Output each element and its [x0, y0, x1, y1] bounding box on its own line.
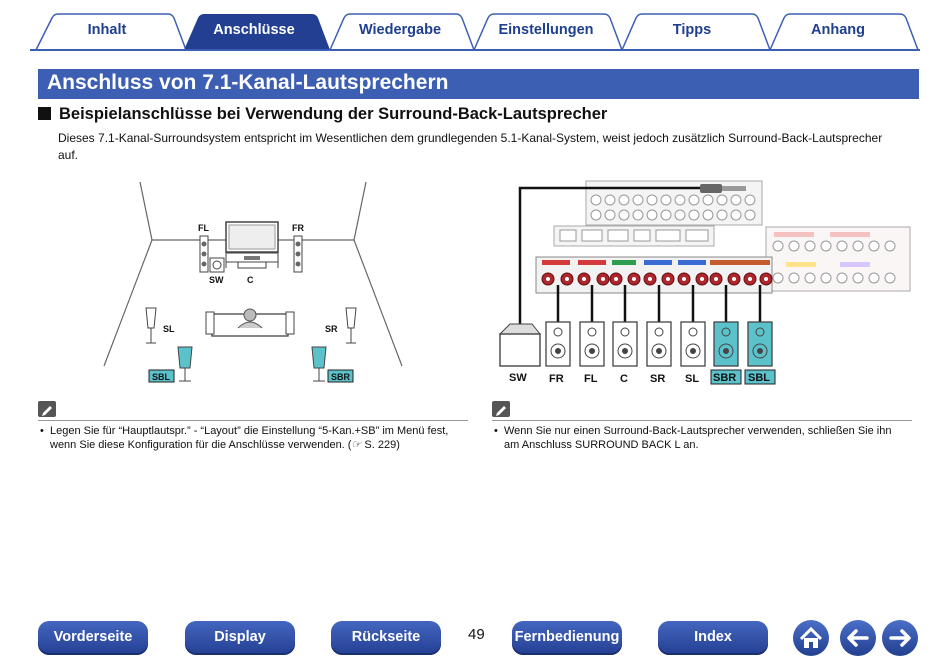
- home-button[interactable]: [793, 620, 829, 656]
- conn-label-sw: SW: [509, 372, 527, 384]
- note-divider-2: [492, 420, 912, 421]
- display-button[interactable]: Display: [185, 621, 295, 655]
- center-speaker-icon: [237, 261, 267, 269]
- label-fl: FL: [198, 223, 209, 233]
- receiver-rear-panel: [535, 180, 911, 294]
- speaker-cables: [518, 186, 762, 330]
- label-sr: SR: [325, 324, 338, 334]
- speaker-box-fl-icon: [579, 321, 605, 367]
- note-right-text-a: Wenn Sie nur einen Surround-Back-Lautspr…: [504, 425, 892, 437]
- note-left-text-a: Legen Sie für “Hauptlautspr.” - “Layout”…: [50, 425, 449, 437]
- home-icon: [799, 626, 823, 648]
- subwoofer-icon: [209, 257, 225, 273]
- note-divider: [38, 420, 468, 421]
- tab-shapes: [30, 13, 920, 51]
- label-sw: SW: [209, 275, 224, 285]
- rueckseite-button[interactable]: Rückseite: [331, 621, 441, 655]
- label-c: C: [247, 275, 254, 285]
- conn-label-sbl: SBL: [748, 372, 770, 384]
- speaker-box-sr-icon: [646, 321, 672, 367]
- front-left-speaker-icon: [199, 235, 209, 273]
- forward-button[interactable]: [882, 620, 918, 656]
- note-left: • Legen Sie für “Hauptlautspr.” - “Layou…: [40, 425, 449, 451]
- pencil-note-icon-2: [492, 401, 510, 417]
- page-title-bar: Anschluss von 7.1-Kanal-Lautsprechern: [38, 69, 919, 99]
- label-fr: FR: [292, 223, 304, 233]
- speaker-box-sbr-icon: [713, 321, 739, 367]
- surround-left-speaker-icon: [145, 307, 157, 344]
- tab-inhalt[interactable]: Inhalt: [87, 22, 127, 38]
- label-sbr: SBR: [331, 372, 351, 382]
- room-diagram: [103, 181, 403, 367]
- surround-back-left-speaker-icon: [177, 346, 193, 382]
- note-left-ref[interactable]: S. 229: [364, 439, 397, 451]
- index-button[interactable]: Index: [658, 621, 768, 655]
- vorderseite-button[interactable]: Vorderseite: [38, 621, 148, 655]
- conn-label-fr: FR: [549, 373, 564, 385]
- square-bullet-icon: [38, 107, 51, 120]
- speaker-box-fr-icon: [545, 321, 571, 367]
- section-title: Beispielanschlüsse bei Verwendung der Su…: [59, 105, 608, 123]
- conn-label-c: C: [620, 373, 628, 385]
- speaker-box-sbl-icon: [747, 321, 773, 367]
- back-button[interactable]: [840, 620, 876, 656]
- conn-label-sr: SR: [650, 373, 665, 385]
- conn-label-fl: FL: [584, 373, 598, 385]
- arrow-left-icon: [847, 629, 869, 647]
- speaker-box-c-icon: [612, 321, 638, 367]
- speaker-box-sl-icon: [680, 321, 706, 367]
- tv-icon: [225, 221, 279, 268]
- note-right: • Wenn Sie nur einen Surround-Back-Lauts…: [494, 425, 892, 451]
- note-right-text-b: am Anschluss SURROUND BACK L an.: [504, 439, 699, 451]
- label-sbl: SBL: [152, 372, 171, 382]
- page-number: 49: [468, 626, 485, 643]
- label-sl: SL: [163, 324, 175, 334]
- intro-paragraph: Dieses 7.1-Kanal-Surroundsystem entspric…: [58, 131, 883, 162]
- sofa-with-listener-icon: [205, 308, 295, 337]
- surround-back-right-speaker-icon: [311, 346, 327, 382]
- connection-diagrams: FL FR SW C SL SR SBL SBR: [103, 180, 911, 385]
- tab-anschluesse[interactable]: Anschlüsse: [213, 22, 295, 38]
- conn-label-sbr: SBR: [713, 372, 736, 384]
- reference-hand-icon: ☞: [351, 439, 362, 451]
- fernbedienung-button[interactable]: Fernbedienung: [512, 621, 622, 655]
- tab-bar: Inhalt Anschlüsse Wiedergabe Einstellung…: [0, 0, 950, 54]
- section-heading: Beispielanschlüsse bei Verwendung der Su…: [38, 105, 607, 124]
- arrow-right-icon: [889, 629, 911, 647]
- surround-right-speaker-icon: [345, 307, 357, 344]
- tab-anhang[interactable]: Anhang: [811, 22, 865, 38]
- conn-label-sl: SL: [685, 373, 699, 385]
- pencil-note-icon: [38, 401, 56, 417]
- tab-tipps[interactable]: Tipps: [672, 22, 712, 38]
- note-left-text-b: wenn Sie diese Konfiguration für die Ans…: [50, 439, 345, 451]
- tab-einstellungen[interactable]: Einstellungen: [498, 22, 594, 38]
- front-right-speaker-icon: [293, 235, 303, 273]
- page-title: Anschluss von 7.1-Kanal-Lautsprechern: [47, 71, 449, 94]
- subwoofer-box-icon: [498, 323, 542, 367]
- tab-wiedergabe[interactable]: Wiedergabe: [358, 22, 442, 38]
